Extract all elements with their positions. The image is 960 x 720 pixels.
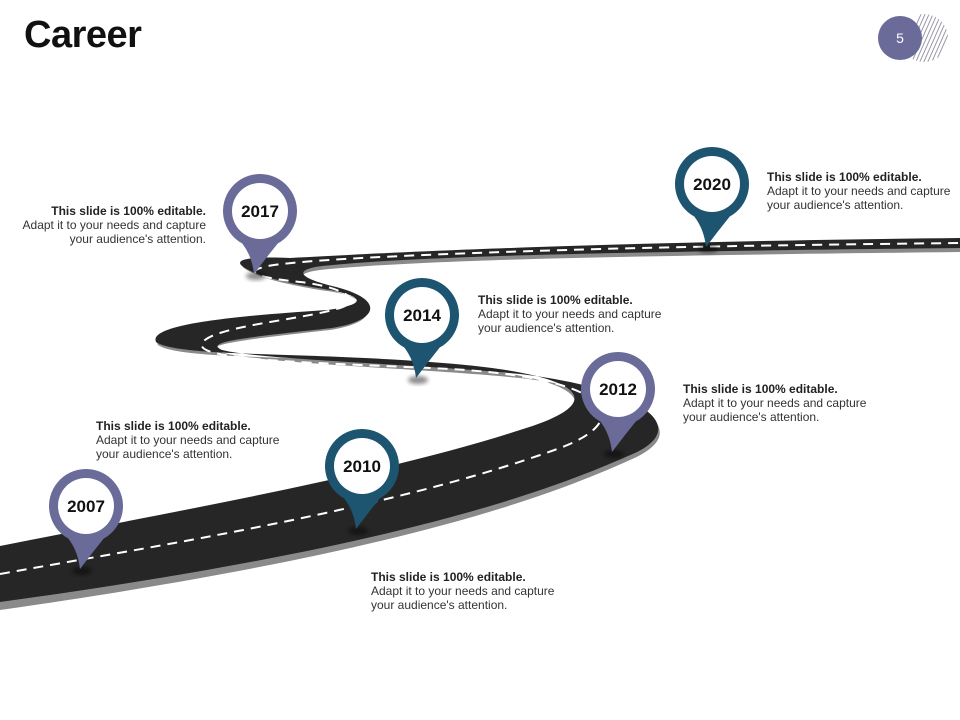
road: [0, 238, 960, 602]
striped-circle-icon: [878, 14, 948, 62]
pin-inner-circle: [684, 156, 740, 212]
pin-inner-circle: [590, 361, 646, 417]
pin-shadow: [246, 272, 266, 280]
milestone-pin-2007: 2007: [49, 469, 123, 575]
pin-inner-circle: [58, 478, 114, 534]
page-number-badge: 5: [878, 14, 948, 62]
pin-year-label: 2010: [343, 457, 381, 476]
pin-shadow: [604, 450, 624, 458]
milestone-pin-2014: 2014: [385, 278, 459, 384]
milestone-pin-2020: 2020: [675, 147, 749, 253]
pin-inner-circle: [334, 438, 390, 494]
milestone-pin-2010: 2010: [325, 429, 399, 535]
pin-shadow: [72, 567, 92, 575]
milestone-pin-2012: 2012: [580, 351, 655, 458]
lane-marking: [0, 242, 960, 575]
page-title: Career: [24, 14, 142, 56]
pin-year-label: 2007: [67, 497, 105, 516]
pin-year-label: 2017: [241, 202, 279, 221]
pin-inner-circle: [232, 183, 288, 239]
note-2017: This slide is 100% editable. Adapt it to…: [22, 204, 206, 246]
pin-inner-circle: [394, 287, 450, 343]
pin-year-label: 2020: [693, 175, 731, 194]
note-2014: This slide is 100% editable. Adapt it to…: [478, 293, 662, 335]
note-2007: This slide is 100% editable. Adapt it to…: [96, 419, 280, 461]
milestone-pin-2017: 2017: [223, 173, 297, 280]
note-2010: This slide is 100% editable. Adapt it to…: [371, 570, 555, 612]
pin-year-label: 2014: [403, 306, 441, 325]
pin-year-label: 2012: [599, 380, 637, 399]
pin-shadow: [348, 527, 368, 535]
pin-shadow: [408, 376, 428, 384]
page-number: 5: [896, 30, 904, 46]
note-2012: This slide is 100% editable. Adapt it to…: [683, 382, 867, 424]
pin-shadow: [698, 245, 718, 253]
note-2020: This slide is 100% editable. Adapt it to…: [767, 170, 951, 212]
